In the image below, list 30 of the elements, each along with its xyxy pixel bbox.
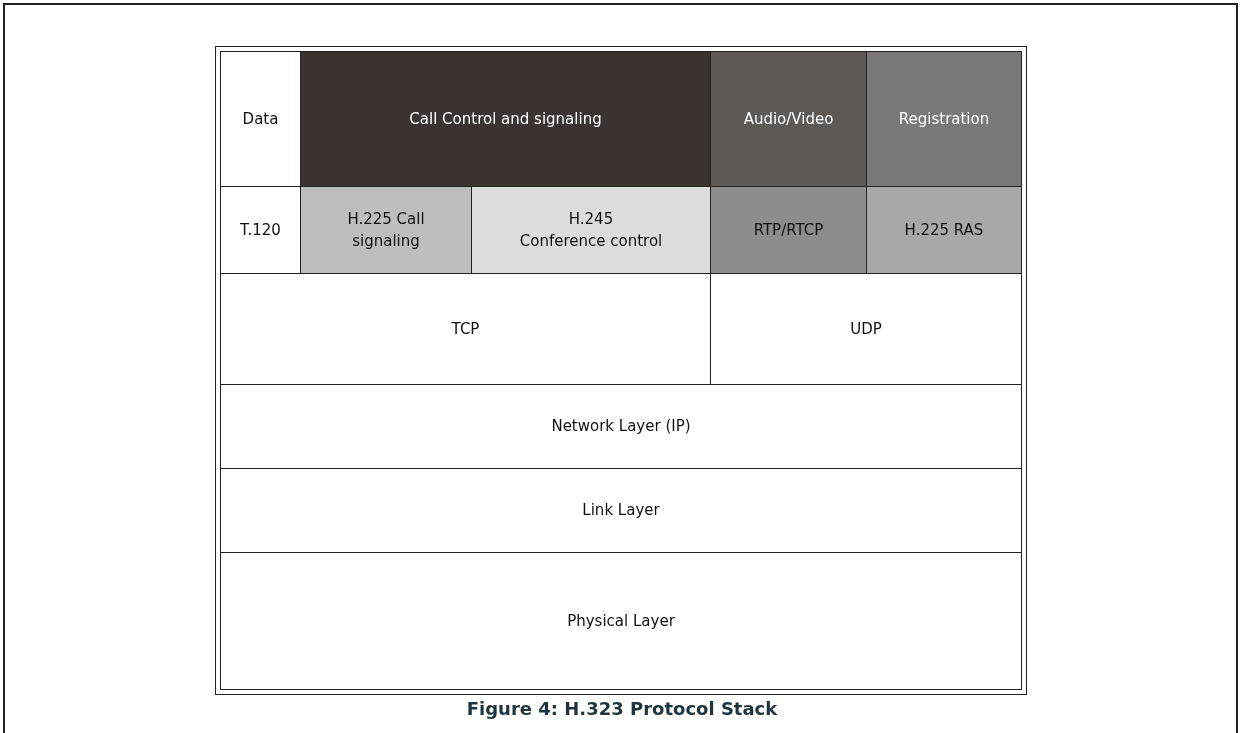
layer-label: Call Control and signaling bbox=[409, 108, 602, 130]
layer-label: Data bbox=[242, 108, 279, 130]
layer-cell bbox=[711, 187, 866, 273]
layer-label: T.120 bbox=[240, 219, 281, 241]
layer-cell bbox=[301, 187, 471, 273]
layer-cell bbox=[221, 469, 1021, 552]
layer-cell bbox=[221, 187, 300, 273]
layer-label: H.245 bbox=[568, 208, 614, 230]
layer-cell bbox=[472, 187, 710, 273]
layer-label: TCP bbox=[451, 318, 480, 340]
layer-cell bbox=[711, 274, 1021, 384]
layer-label: Physical Layer bbox=[567, 610, 675, 632]
layer-label: Network Layer (IP) bbox=[551, 416, 691, 438]
figure-caption: Figure 4: H.323 Protocol Stack bbox=[465, 698, 779, 719]
layer-cell bbox=[221, 274, 710, 384]
layer-label: Audio/Video bbox=[743, 108, 834, 130]
layer-label: UDP bbox=[850, 318, 882, 340]
layer-label: RTP/RTCP bbox=[753, 219, 824, 241]
layer-label: Link Layer bbox=[582, 500, 660, 522]
layer-label: Conference control bbox=[519, 231, 663, 252]
layer-cell bbox=[711, 52, 866, 186]
layer-cell bbox=[301, 52, 710, 186]
layer-cell bbox=[221, 385, 1021, 468]
layer-cell bbox=[221, 52, 300, 186]
layer-cell bbox=[867, 187, 1021, 273]
layer-cell bbox=[867, 52, 1021, 186]
layer-label: Registration bbox=[898, 108, 990, 130]
layer-label: H.225 Call signaling bbox=[346, 208, 426, 252]
layer-label: H.225 RAS bbox=[904, 219, 984, 241]
layer-cell bbox=[221, 553, 1021, 689]
